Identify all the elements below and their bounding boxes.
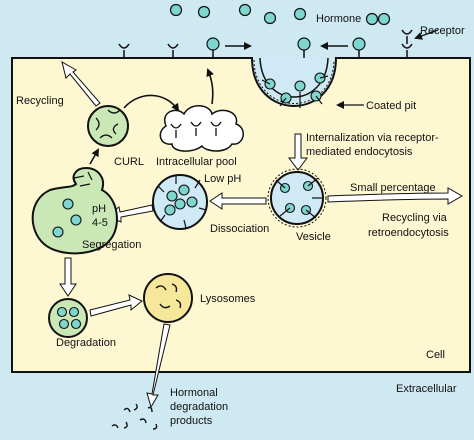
receptor-pointer-arrow <box>414 29 439 40</box>
vesicle-label: Vesicle <box>296 231 331 243</box>
degradation-products <box>111 403 158 430</box>
segregation-to-curl-arrow <box>89 148 99 165</box>
internalization-arrow <box>288 133 308 171</box>
membrane-receptors <box>118 43 413 58</box>
curl-to-pool-arrow <box>123 94 180 112</box>
dissociation-label: Dissociation <box>210 223 269 235</box>
hormonal-products-line3: products <box>170 415 213 427</box>
low-ph-endosome <box>152 174 208 230</box>
internalization-label-line1: Internalization via receptor- <box>306 132 439 144</box>
recycling-label: Recycling <box>16 95 64 107</box>
ph-value-line2: 4-5 <box>92 217 108 229</box>
ph-value-line1: pH <box>92 203 106 215</box>
cell-body <box>11 57 471 373</box>
receptor-label: Receptor <box>420 25 465 37</box>
segregation-label: Segregation <box>82 239 141 251</box>
hormone-legend-icon <box>365 12 379 26</box>
extracellular-label: Extracellular <box>396 383 457 395</box>
segregation-hormones <box>52 198 82 238</box>
internalization-label-line2: mediated endocytosis <box>306 146 413 158</box>
cell-label: Cell <box>426 349 445 361</box>
bound-hormones <box>206 37 366 51</box>
vesicle <box>267 168 327 228</box>
free-hormones <box>169 3 391 26</box>
hormonal-products-line1: Hormonal <box>170 387 218 399</box>
curl-compartment <box>87 105 129 147</box>
curl-label: CURL <box>114 156 144 168</box>
receptor-legend-icon <box>401 29 413 44</box>
segregation-to-degradation-arrow <box>59 257 77 297</box>
intracellular-pool-label: Intracellular pool <box>156 156 237 168</box>
small-percentage-arrow <box>327 187 464 205</box>
lysosome-to-products-arrow <box>146 323 171 409</box>
hormone-label: Hormone <box>316 13 361 25</box>
recycling-via-label-line2: retroendocytosis <box>368 227 449 239</box>
lysosomes-label: Lysosomes <box>200 293 256 305</box>
degradation-label: Degradation <box>56 337 116 349</box>
pool-receptors <box>170 121 222 138</box>
lysosome <box>143 273 193 323</box>
recycling-arrow <box>61 60 101 107</box>
coated-pit-coat <box>253 59 335 104</box>
pool-to-membrane-arrow <box>206 68 214 105</box>
low-ph-label: Low pH <box>204 173 241 185</box>
coated-pit-interior <box>259 57 329 98</box>
recycling-via-label-line1: Recycling via <box>382 212 448 224</box>
small-percentage-label: Small percentage <box>350 182 436 194</box>
segregation-receptors <box>73 171 93 187</box>
degradation-vesicle <box>48 298 88 338</box>
dissociation-arrow <box>209 192 267 210</box>
hormonal-products-line2: degradation <box>170 401 228 413</box>
coated-pit-label: Coated pit <box>366 100 416 112</box>
degradation-to-lysosome-arrow <box>89 294 143 317</box>
pit-receptors <box>261 75 329 108</box>
intracellular-pool <box>159 105 244 152</box>
